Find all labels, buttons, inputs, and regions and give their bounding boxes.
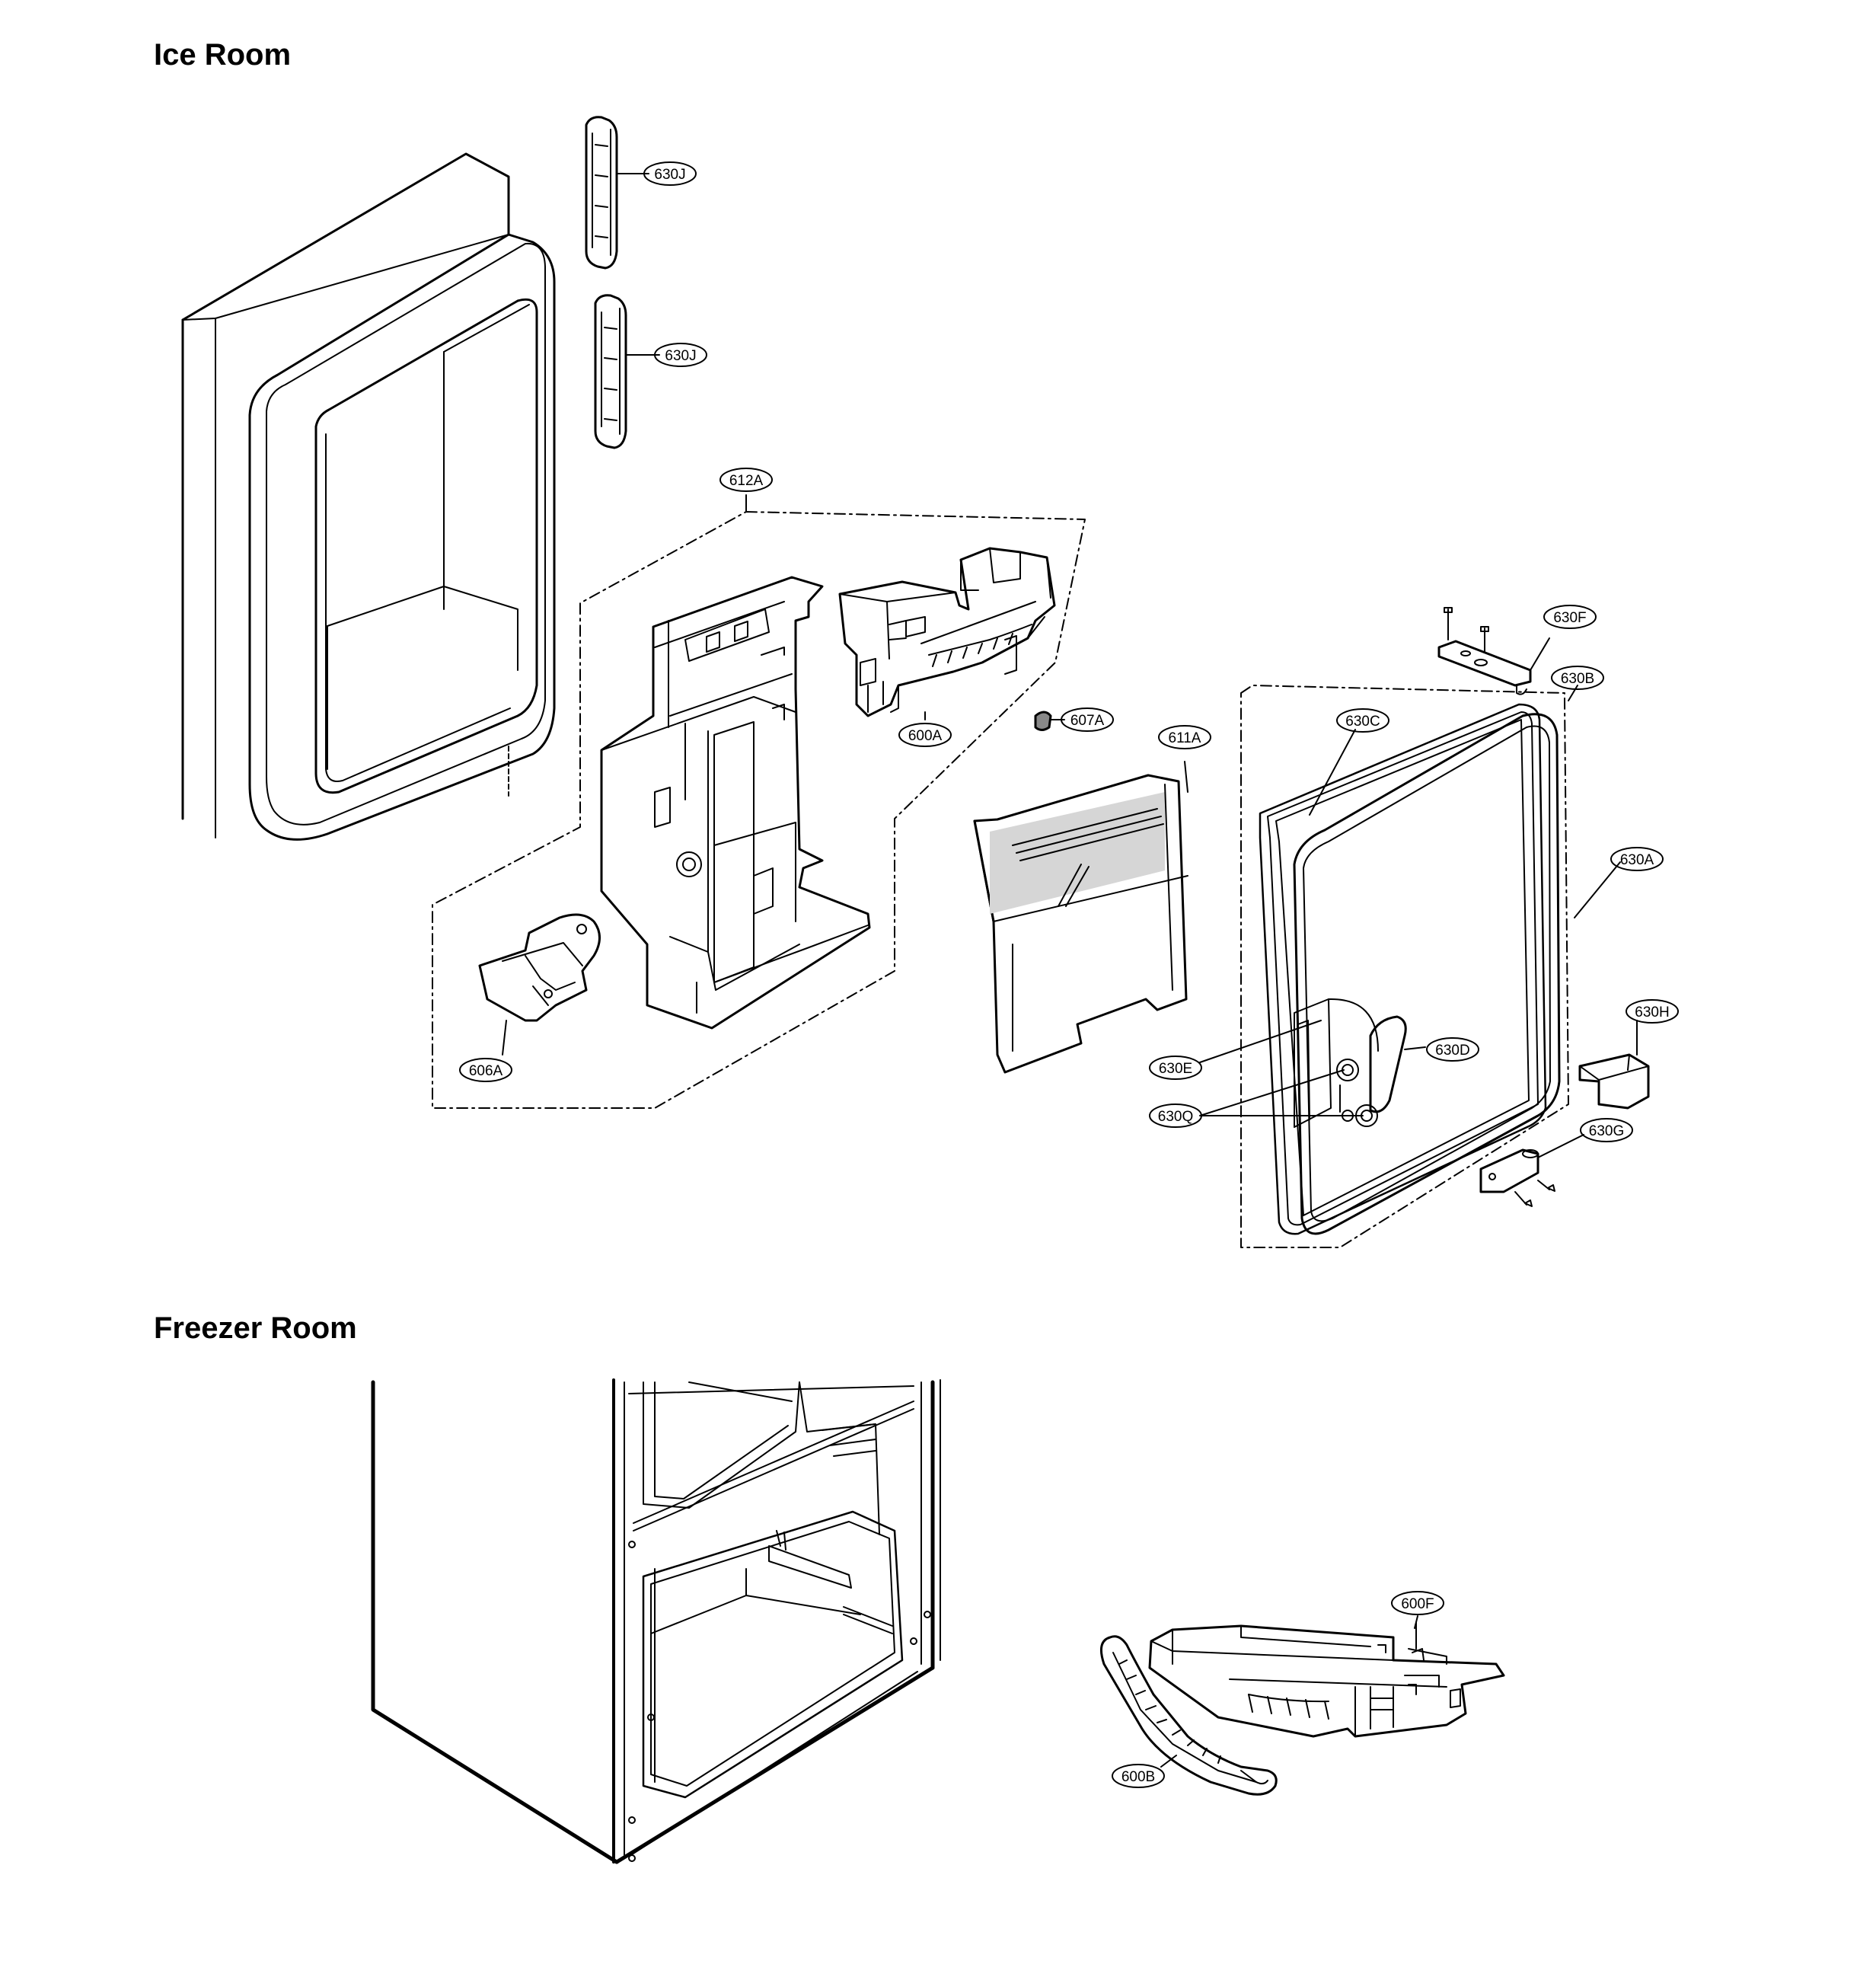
callout-630c: 630C <box>1336 708 1389 733</box>
svg-text:600A: 600A <box>908 728 943 744</box>
callout-600b: 600B <box>1112 1764 1165 1788</box>
callout-630q: 630Q <box>1149 1103 1202 1128</box>
callout-630d: 630D <box>1426 1037 1479 1062</box>
svg-text:630F: 630F <box>1553 610 1586 626</box>
freezer-cabinet <box>371 1378 941 1864</box>
ice-room-door-frame <box>181 152 556 841</box>
svg-text:611A: 611A <box>1169 730 1201 746</box>
part-630f-hinge <box>1437 607 1550 695</box>
callout-612a: 612A <box>719 468 773 492</box>
svg-text:630A: 630A <box>1620 852 1654 868</box>
freezer-room-title: Freezer Room <box>154 1311 357 1345</box>
part-630j-top <box>585 116 649 270</box>
svg-text:630E: 630E <box>1159 1061 1192 1077</box>
callout-606a: 606A <box>459 1058 512 1082</box>
svg-text:630H: 630H <box>1635 1004 1669 1020</box>
leader-600f <box>1414 1615 1418 1629</box>
callout-630f: 630F <box>1543 605 1597 629</box>
part-612a-housing <box>600 576 871 1030</box>
leader-630c <box>1309 729 1356 816</box>
callout-630j-bottom: 630J <box>654 343 707 367</box>
leader-630e <box>1199 1020 1322 1063</box>
leader-630a <box>1574 861 1621 918</box>
part-630c-gasket <box>1259 703 1547 1235</box>
part-606a-bracket <box>478 913 601 1056</box>
svg-text:630B: 630B <box>1561 671 1594 687</box>
assembly-612a-boundary <box>432 494 1086 1109</box>
callout-600a: 600A <box>898 723 952 747</box>
callout-630g: 630G <box>1580 1118 1633 1142</box>
callout-611a: 611A <box>1158 725 1211 749</box>
callout-630j-top: 630J <box>643 161 697 186</box>
assembly-630a-boundary <box>1240 685 1569 1248</box>
callout-600f: 600F <box>1391 1591 1444 1615</box>
svg-text:630J: 630J <box>654 167 685 183</box>
svg-text:600B: 600B <box>1121 1769 1155 1785</box>
callout-630e: 630E <box>1149 1056 1202 1080</box>
callout-630a: 630A <box>1610 847 1664 871</box>
svg-text:630C: 630C <box>1345 714 1380 730</box>
callout-630b: 630B <box>1551 666 1604 690</box>
leader-630d <box>1404 1046 1426 1050</box>
part-600a-ice-maker <box>838 547 1056 717</box>
part-630j-bottom <box>594 294 660 449</box>
callout-630h: 630H <box>1626 999 1679 1024</box>
svg-text:612A: 612A <box>729 473 764 489</box>
svg-text:606A: 606A <box>469 1063 503 1079</box>
part-607a <box>1034 711 1065 731</box>
part-630a-door <box>1293 713 1561 1235</box>
part-630h <box>1578 1020 1650 1110</box>
ice-room-title: Ice Room <box>154 38 292 72</box>
svg-text:607A: 607A <box>1070 713 1105 729</box>
part-600b-bail <box>1099 1635 1278 1796</box>
leader-630b <box>1568 685 1578 701</box>
svg-text:630J: 630J <box>665 348 696 364</box>
svg-text:600F: 600F <box>1401 1596 1434 1612</box>
svg-text:630D: 630D <box>1435 1043 1469 1059</box>
part-611a-cover <box>973 774 1188 1074</box>
svg-text:630G: 630G <box>1589 1123 1624 1139</box>
svg-text:630Q: 630Q <box>1158 1109 1193 1125</box>
leader-630q <box>1199 1069 1364 1116</box>
part-600f-ice-maker <box>1148 1621 1505 1738</box>
part-630g-hinge <box>1479 1134 1584 1207</box>
callout-607a: 607A <box>1061 707 1114 732</box>
leader-611a <box>1184 761 1188 793</box>
